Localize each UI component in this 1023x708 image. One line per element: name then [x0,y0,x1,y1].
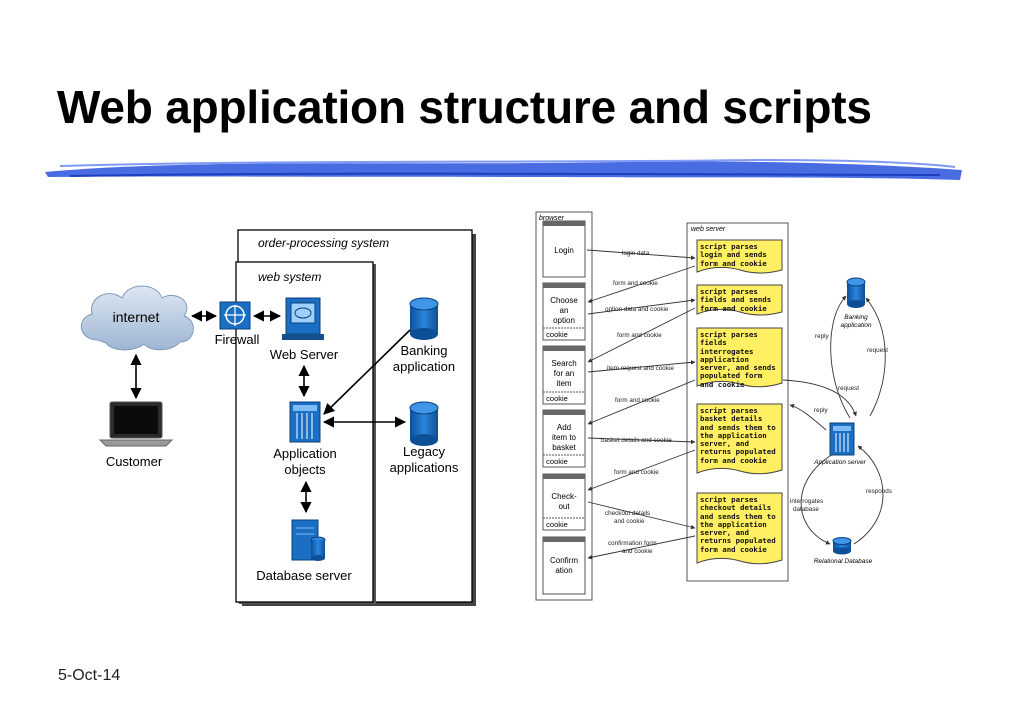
page-search-1: Search [551,359,576,368]
firewall-label: Firewall [215,332,260,347]
slide-title: Web application structure and scripts [57,81,872,133]
backend-arrows [782,295,886,545]
arrow-form-cookie-3: form and cookie [615,397,660,404]
script-note-3: script parses fields interrogates applic… [700,330,776,389]
banking-app-cylinder-icon [846,277,866,308]
backend-interrogates-1: interrogates [790,498,823,505]
arrow-confirmation-1: confirmation form [608,540,657,547]
cookie-1: cookie [546,330,568,339]
web-system-label: web system [258,270,321,284]
cookie-2: cookie [546,394,568,403]
page-checkout-2: out [558,502,570,511]
page-choose-1: Choose [550,296,578,305]
internet-label: internet [113,309,160,325]
backend-reply-top: reply [815,333,829,340]
page-search-2: for an [554,369,574,378]
banking-database-icon [409,297,439,340]
script-note-4: script parses basket details and sends t… [700,406,776,465]
web-server-label: Web Server [270,347,339,362]
arrow-checkout-details-2: and cookie [614,518,645,525]
application-server-icon [829,422,855,456]
flow-arrows [586,249,696,560]
arrow-option-data: option data and cookie [605,306,669,313]
page-choose-3: option [553,316,575,325]
right-script-flow-diagram: browser web server Login Choose an optio… [535,211,892,601]
database-server-icon [291,519,326,561]
legacy-label-2: applications [390,460,459,475]
backend-banking-1: Banking [844,314,868,321]
relational-db-label: Relational Database [814,558,873,565]
backend-reply-mid: reply [814,407,828,414]
banking-label-1: Banking [401,343,448,358]
app-server-label: Application server [813,459,866,466]
page-add-1: Add [557,423,571,432]
database-server-label: Database server [256,568,352,583]
arrow-basket-details: basket details and cookie [601,437,672,444]
customer-label: Customer [106,454,163,469]
arrow-item-request: item request and cookie [607,365,674,372]
backend-responds: responds [866,488,892,495]
script-note-1: script parses login and sends form and c… [700,242,767,268]
script-note-5: script parses checkout details and sends… [700,495,776,554]
script-note-2: script parses fields and sends form and … [700,287,772,313]
page-choose-2: an [560,306,569,315]
order-processing-label: order-processing system [258,236,389,250]
application-objects-icon [289,401,321,443]
page-search-3: item [556,379,571,388]
page-confirm-1: Confirm [550,556,578,565]
legacy-label-1: Legacy [403,444,445,459]
legacy-database-icon [409,401,439,446]
relational-database-icon [832,537,852,555]
slide-date: 5-Oct-14 [58,667,121,684]
arrow-form-cookie-1: form and cookie [613,280,658,287]
title-underline-brush [45,158,962,180]
arrow-form-cookie-2: form and cookie [617,332,662,339]
left-architecture-diagram: order-processing system web system inter… [81,229,476,606]
backend-request-mid: request [838,385,859,392]
page-add-3: basket [552,443,576,452]
arrow-confirmation-2: and cookie [622,548,653,555]
banking-label-2: application [393,359,455,374]
application-objects-label-2: objects [284,462,326,477]
browser-label: browser [539,215,565,222]
page-checkout-1: Check- [551,492,577,501]
script-notes [696,239,783,565]
cookie-3: cookie [546,457,568,466]
browser-pages [542,220,586,595]
arrow-form-cookie-4: form and cookie [614,469,659,476]
arrow-login-data: login data [622,250,650,257]
arrow-checkout-details-1: checkout details [605,510,650,517]
cookie-4: cookie [546,520,568,529]
web-server-icon [282,297,324,340]
laptop-icon [98,401,174,447]
backend-interrogates-2: database [793,506,819,513]
page-login: Login [554,246,574,255]
web-server-column-label: web server [691,226,726,233]
backend-request-top: request [867,347,888,354]
application-objects-label-1: Application [273,446,337,461]
backend-banking-2: application [840,322,871,329]
firewall-icon [219,301,251,330]
page-confirm-2: ation [555,566,572,575]
internet-cloud-icon [81,285,194,351]
page-add-2: item to [552,433,577,442]
